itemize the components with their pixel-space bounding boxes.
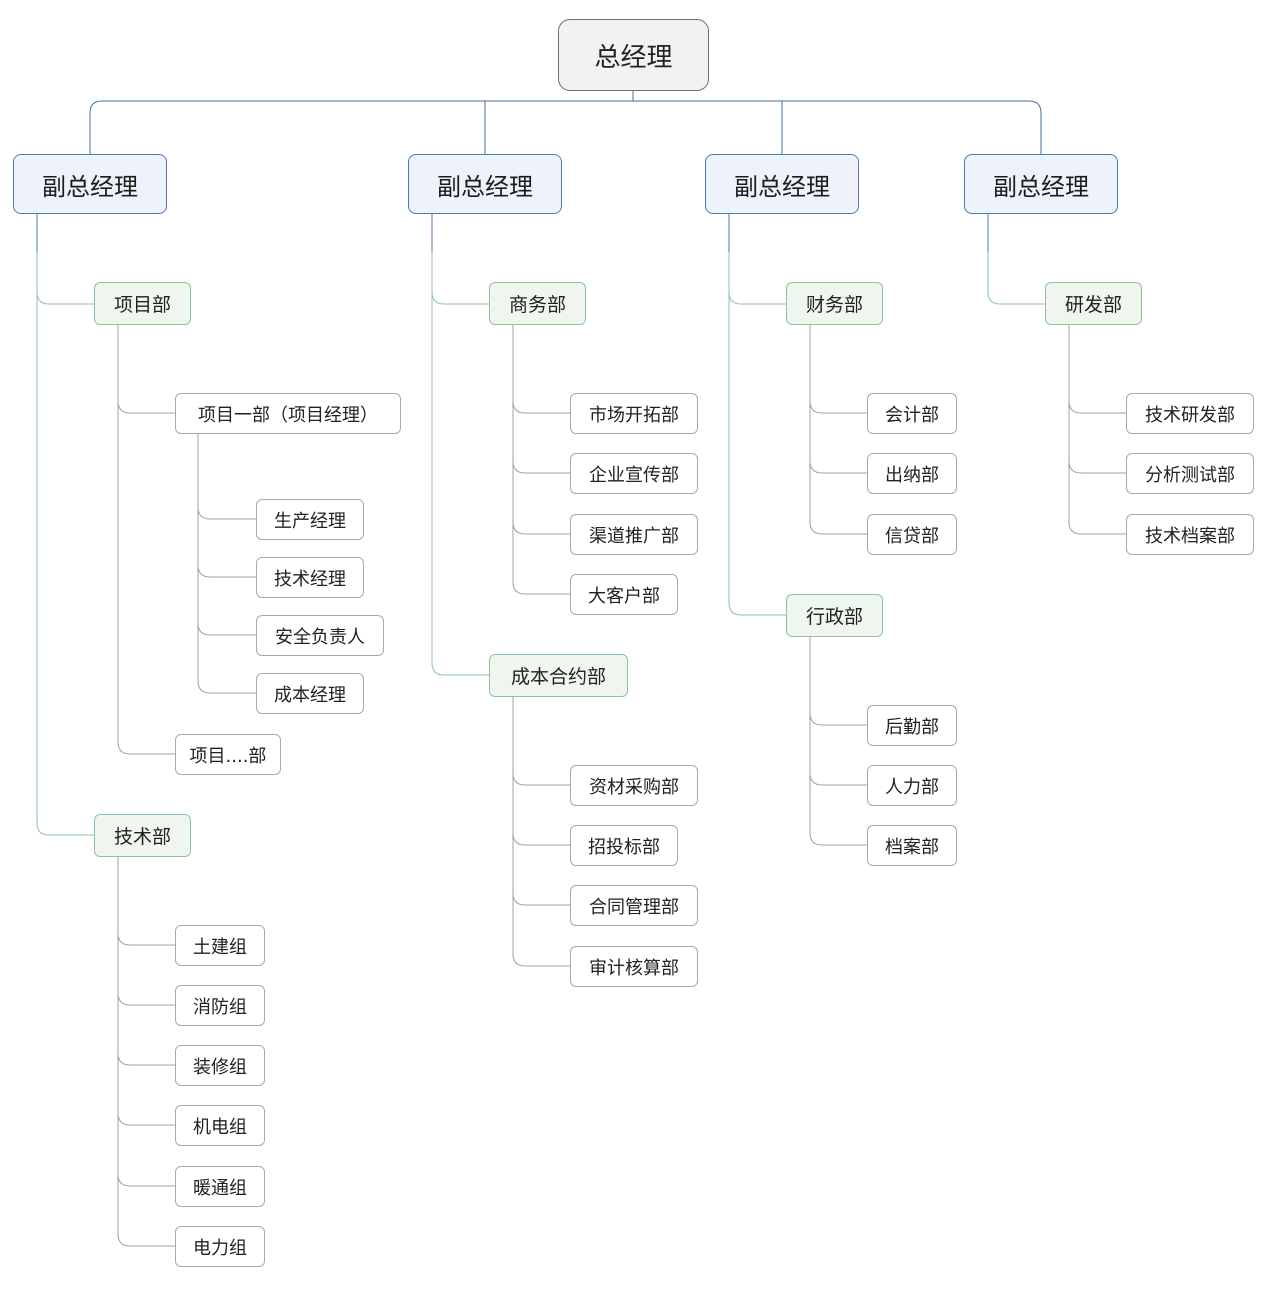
finance-leaf-line-2 — [809, 325, 867, 535]
node-civil-group[interactable]: 土建组 — [175, 925, 265, 966]
node-dept-business[interactable]: 商务部 — [489, 282, 586, 325]
node-accounting[interactable]: 会计部 — [867, 393, 957, 434]
tech-leaf-line-0 — [117, 857, 175, 946]
node-dept-cost-contract[interactable]: 成本合约部 — [489, 654, 628, 697]
vp1-dept-line-1 — [36, 252, 94, 836]
vp4-dept-line-0 — [987, 252, 1045, 305]
root-bus-line — [89, 100, 1042, 154]
rnd-leaf-line-0 — [1068, 325, 1126, 414]
node-cost-manager[interactable]: 成本经理 — [256, 673, 364, 714]
admin-leaf-line-0 — [809, 637, 867, 726]
project1-leaf-line-3 — [197, 434, 256, 694]
vp3-dept-line-0 — [728, 252, 786, 305]
node-safety-officer[interactable]: 安全负责人 — [256, 615, 384, 656]
node-tech-research[interactable]: 技术研发部 — [1126, 393, 1254, 434]
node-tech-archives[interactable]: 技术档案部 — [1126, 514, 1254, 555]
project1-leaf-line-0 — [197, 434, 256, 520]
node-audit-accounting[interactable]: 审计核算部 — [570, 946, 698, 987]
vp2-dept-line-1 — [431, 252, 489, 676]
cost-leaf-line-2 — [512, 697, 570, 906]
cost-leaf-line-1 — [512, 697, 570, 846]
cost-leaf-line-3 — [512, 697, 570, 967]
node-human-resources[interactable]: 人力部 — [867, 765, 957, 806]
business-leaf-line-1 — [512, 325, 570, 474]
tech-leaf-line-5 — [117, 857, 175, 1247]
finance-leaf-line-1 — [809, 325, 867, 474]
node-dept-project[interactable]: 项目部 — [94, 282, 191, 325]
node-analysis-testing[interactable]: 分析测试部 — [1126, 453, 1254, 494]
node-dept-technology[interactable]: 技术部 — [94, 814, 191, 857]
node-technical-manager[interactable]: 技术经理 — [256, 557, 364, 598]
rnd-leaf-line-2 — [1068, 325, 1126, 535]
project1-leaf-line-1 — [197, 434, 256, 578]
project1-leaf-line-2 — [197, 434, 256, 636]
node-cashier[interactable]: 出纳部 — [867, 453, 957, 494]
vp3-dept-line-1 — [728, 252, 786, 616]
node-power-group[interactable]: 电力组 — [175, 1226, 265, 1267]
node-key-accounts[interactable]: 大客户部 — [570, 574, 678, 615]
node-contract-management[interactable]: 合同管理部 — [570, 885, 698, 926]
node-archives[interactable]: 档案部 — [867, 825, 957, 866]
node-credit[interactable]: 信贷部 — [867, 514, 957, 555]
business-leaf-line-2 — [512, 325, 570, 535]
node-production-manager[interactable]: 生产经理 — [256, 499, 364, 540]
node-decoration-group[interactable]: 装修组 — [175, 1045, 265, 1086]
tech-leaf-line-3 — [117, 857, 175, 1126]
vp2-dept-line-0 — [431, 252, 489, 305]
node-market-development[interactable]: 市场开拓部 — [570, 393, 698, 434]
tech-leaf-line-4 — [117, 857, 175, 1187]
node-logistics[interactable]: 后勤部 — [867, 705, 957, 746]
node-corporate-publicity[interactable]: 企业宣传部 — [570, 453, 698, 494]
node-procurement[interactable]: 资材采购部 — [570, 765, 698, 806]
node-vp-3[interactable]: 副总经理 — [705, 154, 859, 214]
admin-leaf-line-2 — [809, 637, 867, 846]
project-leaf-line-1 — [117, 325, 175, 755]
node-dept-rnd[interactable]: 研发部 — [1045, 282, 1142, 325]
tech-leaf-line-2 — [117, 857, 175, 1066]
finance-leaf-line-0 — [809, 325, 867, 414]
node-project-1[interactable]: 项目一部（项目经理） — [175, 393, 401, 434]
project-leaf-line-0 — [117, 325, 175, 414]
business-leaf-line-0 — [512, 325, 570, 414]
node-bidding[interactable]: 招投标部 — [570, 825, 678, 866]
rnd-leaf-line-1 — [1068, 325, 1126, 474]
tech-leaf-line-1 — [117, 857, 175, 1006]
node-hvac-group[interactable]: 暖通组 — [175, 1166, 265, 1207]
node-dept-finance[interactable]: 财务部 — [786, 282, 883, 325]
admin-leaf-line-1 — [809, 637, 867, 786]
node-vp-2[interactable]: 副总经理 — [408, 154, 562, 214]
node-mep-group[interactable]: 机电组 — [175, 1105, 265, 1146]
node-general-manager[interactable]: 总经理 — [558, 19, 709, 91]
node-fire-group[interactable]: 消防组 — [175, 985, 265, 1026]
node-vp-4[interactable]: 副总经理 — [964, 154, 1118, 214]
node-channel-promotion[interactable]: 渠道推广部 — [570, 514, 698, 555]
cost-leaf-line-0 — [512, 697, 570, 786]
node-vp-1[interactable]: 副总经理 — [13, 154, 167, 214]
business-leaf-line-3 — [512, 325, 570, 595]
node-project-more[interactable]: 项目....部 — [175, 734, 281, 775]
vp1-dept-line-0 — [36, 252, 94, 305]
node-dept-administration[interactable]: 行政部 — [786, 594, 883, 637]
